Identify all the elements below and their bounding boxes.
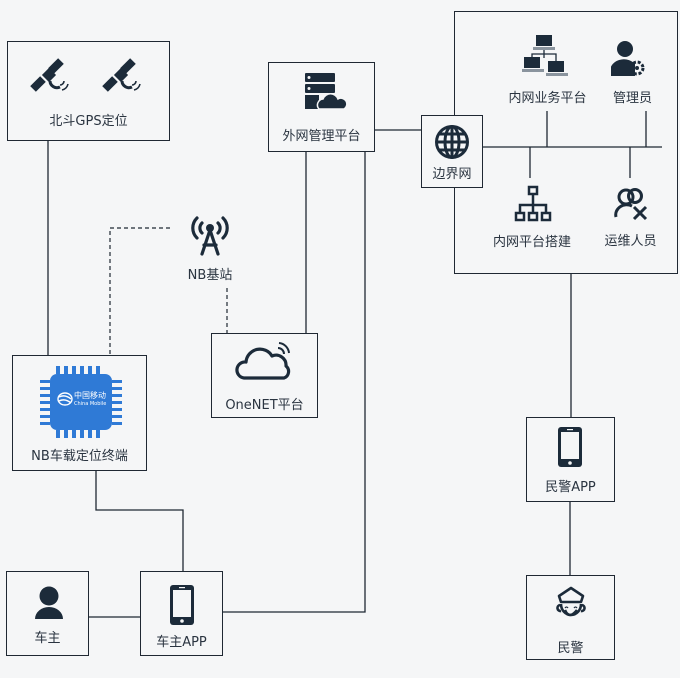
owner-app-label: 车主APP: [156, 635, 207, 650]
admin-label: 管理员: [612, 91, 652, 106]
chip-logo-cn: 中国移动: [74, 391, 106, 400]
police-node[interactable]: 民警: [526, 575, 615, 660]
intranet-business-node[interactable]: 内网业务平台: [480, 33, 615, 108]
satellite-icon: [102, 58, 141, 92]
gps-label: 北斗GPS定位: [49, 114, 128, 129]
nb-station-label: NB基站: [187, 268, 233, 283]
border-network-label: 边界网: [432, 167, 472, 182]
server-cloud-icon: [305, 73, 347, 110]
intranet-business-label: 内网业务平台: [508, 91, 587, 106]
owner-label: 车主: [34, 631, 61, 646]
globe-icon: [435, 125, 469, 159]
network-computers-icon: [522, 35, 568, 76]
ops-personnel-icon: [614, 188, 648, 221]
ops-node[interactable]: 运维人员: [598, 185, 663, 250]
admin-node[interactable]: 管理员: [605, 38, 660, 108]
intranet-build-label: 内网平台搭建: [492, 235, 571, 250]
nb-terminal-label: NB车载定位终端: [31, 449, 128, 464]
chip-logo-en: China Mobile: [74, 401, 107, 407]
gps-node[interactable]: 北斗GPS定位: [7, 41, 170, 141]
cell-tower-icon: [191, 216, 229, 256]
police-app-label: 民警APP: [545, 480, 596, 495]
owner-app-node[interactable]: 车主APP: [140, 571, 223, 656]
police-label: 民警: [557, 641, 584, 656]
user-icon: [35, 586, 63, 619]
admin-gear-icon: [611, 41, 645, 76]
cloud-icon: [235, 342, 291, 380]
satellite-icon: [30, 58, 69, 92]
ops-label: 运维人员: [604, 234, 657, 249]
intranet-build-node[interactable]: 内网平台搭建: [482, 185, 582, 250]
external-platform-node[interactable]: 外网管理平台: [268, 62, 375, 152]
owner-node[interactable]: 车主: [6, 571, 89, 656]
smartphone-icon: [170, 585, 194, 625]
hierarchy-icon: [514, 185, 552, 222]
nb-terminal-node[interactable]: 中国移动 China Mobile NB车载定位终端: [12, 355, 147, 471]
china-mobile-chip-icon: 中国移动 China Mobile: [40, 366, 122, 438]
smartphone-icon: [558, 427, 582, 467]
external-platform-label: 外网管理平台: [282, 129, 361, 144]
nb-station-node[interactable]: NB基站: [175, 212, 245, 284]
border-network-node[interactable]: 边界网: [421, 115, 483, 188]
police-app-node[interactable]: 民警APP: [526, 417, 615, 502]
police-officer-icon: [556, 586, 586, 617]
onenet-node[interactable]: OneNET平台: [211, 333, 318, 418]
onenet-label: OneNET平台: [225, 398, 304, 413]
